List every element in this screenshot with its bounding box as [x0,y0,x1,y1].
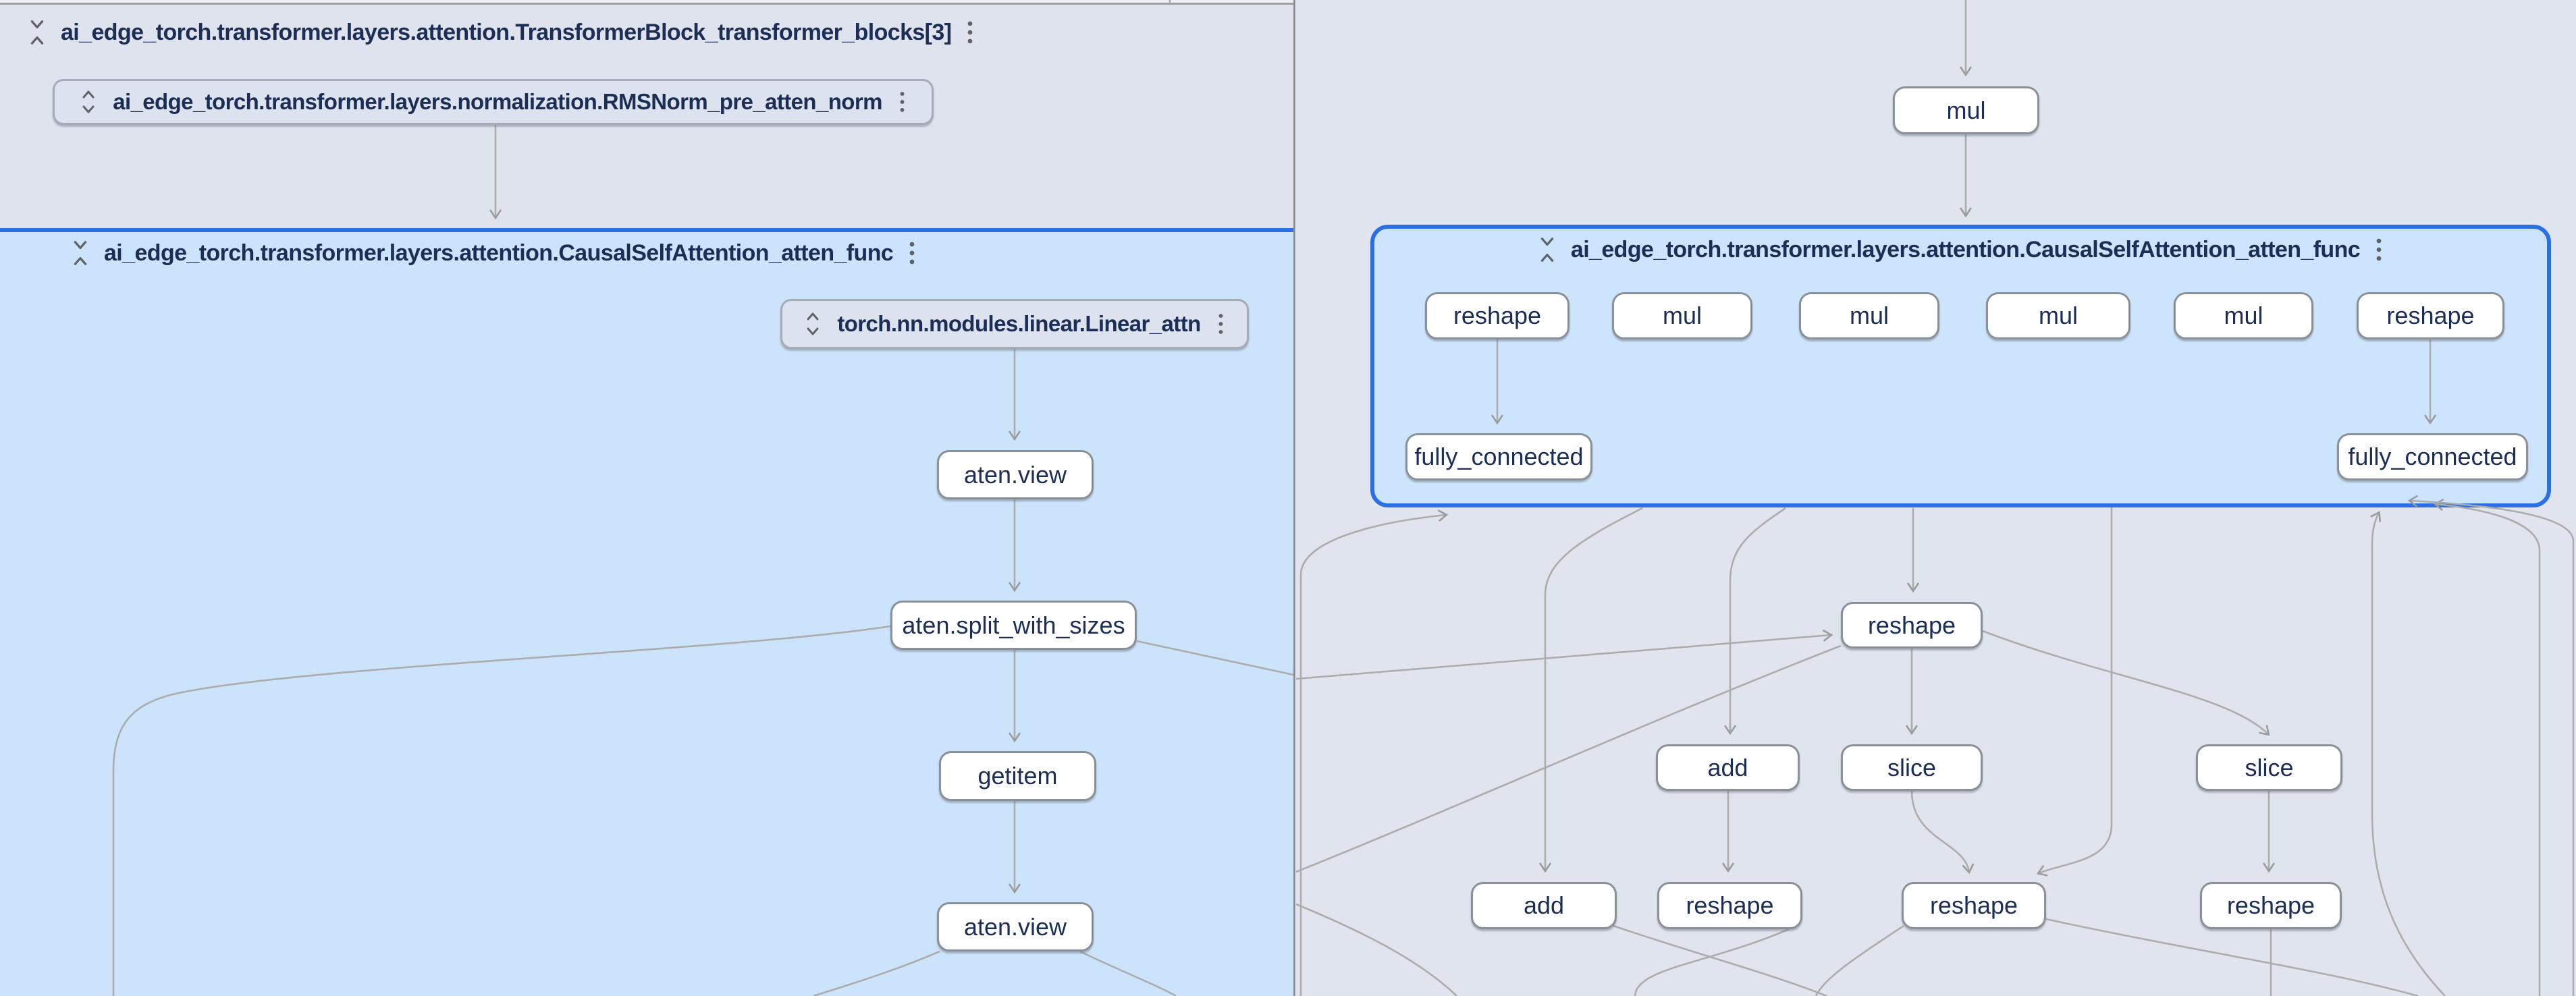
node-rmsnorm-pre-atten-norm[interactable]: ai_edge_torch.transformer.layers.normali… [53,79,934,125]
node-mul-r1a[interactable]: mul [1612,292,1752,339]
pane-divider[interactable] [1293,0,1296,996]
node-fully-connected-left[interactable]: fully_connected [1405,433,1592,480]
more-vert-icon[interactable] [908,240,916,266]
node-mul-r1b[interactable]: mul [1799,292,1939,339]
more-vert-icon[interactable] [898,90,906,114]
node-label: fully_connected [2348,443,2517,470]
node-label: add [1707,753,1748,781]
node-slice-left[interactable]: slice [1841,744,1983,791]
node-linear-attn[interactable]: torch.nn.modules.linear.Linear_attn [780,299,1249,349]
node-aten-split-with-sizes[interactable]: aten.split_with_sizes [890,601,1137,650]
node-reshape-bottom-a[interactable]: reshape [1657,882,1802,929]
node-label: mul [1662,302,1702,329]
node-label: aten.view [963,460,1067,489]
more-vert-icon[interactable] [966,20,974,45]
node-reshape-r1b[interactable]: reshape [2357,292,2504,339]
node-label: mul [1946,96,1986,124]
group-title: ai_edge_torch.transformer.layers.attenti… [104,240,894,266]
node-label: reshape [1686,891,1774,919]
node-label: slice [2245,753,2294,781]
node-label: mul [2224,302,2263,329]
unfold-more-icon[interactable] [80,90,97,114]
transformer-block-group-top-border [0,3,1293,5]
node-mul-r1c[interactable]: mul [1986,292,2130,339]
node-reshape-bottom-b[interactable]: reshape [1902,882,2046,929]
node-label: reshape [1867,611,1956,639]
node-mul-r1d[interactable]: mul [2174,292,2313,339]
node-label: ai_edge_torch.transformer.layers.normali… [113,89,882,114]
node-label: add [1523,891,1565,919]
node-add-mid[interactable]: add [1656,744,1800,791]
unfold-less-icon[interactable] [28,19,46,46]
node-label: reshape [1453,302,1542,329]
transformer-block-group-header: ai_edge_torch.transformer.layers.attenti… [28,19,974,46]
node-label: getitem [977,762,1058,790]
causal-self-attention-right-header: ai_edge_torch.transformer.layers.attenti… [1370,236,2551,263]
node-label: mul [1849,302,1889,329]
node-label: aten.view [963,912,1067,941]
left-pane-canvas-strip [0,0,1293,3]
node-reshape-mid[interactable]: reshape [1841,602,1983,648]
unfold-more-icon[interactable] [805,312,821,336]
causal-self-attention-left-header: ai_edge_torch.transformer.layers.attenti… [72,240,916,267]
more-vert-icon[interactable] [1217,312,1225,336]
node-fully-connected-right[interactable]: fully_connected [2337,433,2528,480]
node-label: slice [1887,753,1937,781]
node-label: mul [2038,302,2078,329]
node-reshape-r1a[interactable]: reshape [1425,292,1569,339]
node-add-bottom[interactable]: add [1471,882,1617,929]
group-title: ai_edge_torch.transformer.layers.attenti… [1570,236,2361,262]
node-label: fully_connected [1414,443,1584,470]
node-mul-top[interactable]: mul [1893,86,2039,134]
node-aten-view-1[interactable]: aten.view [937,450,1094,499]
node-aten-view-2[interactable]: aten.view [937,902,1094,951]
more-vert-icon[interactable] [2375,237,2383,262]
group-title: ai_edge_torch.transformer.layers.attenti… [61,19,952,45]
node-getitem[interactable]: getitem [939,751,1096,801]
node-label: reshape [2226,891,2315,919]
node-label: torch.nn.modules.linear.Linear_attn [837,311,1201,336]
node-label: reshape [2386,302,2475,329]
node-reshape-bottom-c[interactable]: reshape [2200,882,2342,929]
unfold-less-icon[interactable] [1538,236,1556,263]
node-slice-right[interactable]: slice [2196,744,2342,791]
node-label: aten.split_with_sizes [902,611,1125,639]
node-label: reshape [1929,891,2018,919]
unfold-less-icon[interactable] [72,240,89,267]
